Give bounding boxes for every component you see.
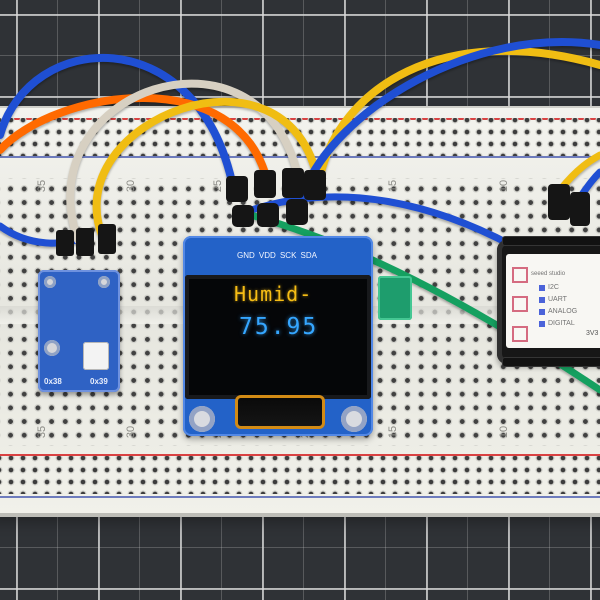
- mode-label: DIGITAL: [539, 319, 575, 328]
- mode-color-box: [539, 296, 545, 303]
- mounting-hole: [189, 406, 215, 432]
- pin-label-sda: SDA: [300, 251, 317, 260]
- blue-wire: [0, 53, 236, 186]
- mode-label: I2C: [539, 283, 559, 292]
- jumper-connector: [226, 176, 248, 202]
- jumper-connector: [98, 224, 116, 254]
- mode-color-box: [539, 308, 545, 315]
- pad-icon: [512, 296, 528, 312]
- oled-pin-labels: GND VDD SCK SDA: [237, 251, 317, 260]
- brand-label: seeed studio: [531, 271, 566, 277]
- mounting-hole: [44, 340, 60, 356]
- jumper-connector: [548, 184, 570, 220]
- sensor-address-label: 0x39: [90, 377, 108, 386]
- header-pad: [44, 276, 56, 288]
- bottom-positive-rail-line: [0, 454, 600, 456]
- header-pins: [503, 358, 600, 366]
- pin-label-sck: SCK: [279, 251, 297, 260]
- blue-wire: [300, 38, 600, 196]
- humidity-value: 75.95: [239, 314, 319, 340]
- jumper-connector: [254, 170, 276, 198]
- voltage-label: 3V3: [586, 330, 599, 337]
- orange-wire: [0, 94, 272, 188]
- mode-color-box: [539, 320, 545, 327]
- mode-text: ANALOG: [548, 308, 578, 315]
- sensor-chip: [83, 342, 109, 370]
- green-sticker: [378, 276, 412, 320]
- jumper-connector: [570, 192, 590, 226]
- mode-text: DIGITAL: [548, 320, 575, 327]
- header-pins: [503, 237, 600, 245]
- oled-ribbon-connector: [238, 398, 322, 426]
- microcontroller-label: seeed studio I2C UART ANALOG DIGITAL 3V3: [506, 254, 600, 348]
- mounting-hole: [341, 406, 367, 432]
- mode-label: UART: [539, 295, 567, 304]
- mode-text: UART: [548, 296, 567, 303]
- mode-color-box: [539, 284, 545, 291]
- oled-title: Humid-: [234, 282, 313, 306]
- sensor-address-label: 0x38: [44, 377, 62, 386]
- jumper-connector: [304, 170, 326, 200]
- mode-label: ANALOG: [539, 307, 577, 316]
- oled-display-module: GND VDD SCK SDA Humid- 75.95: [183, 236, 373, 436]
- bottom-negative-rail-line: [0, 496, 600, 498]
- jumper-connector: [76, 228, 94, 256]
- microcontroller-module: seeed studio I2C UART ANALOG DIGITAL 3V3: [497, 237, 600, 366]
- jumper-connector: [286, 199, 308, 225]
- yellow-wire: [92, 97, 322, 242]
- jumper-connector: [232, 205, 254, 227]
- pad-icon: [512, 326, 528, 342]
- pin-label-gnd: GND: [237, 251, 255, 260]
- pad-icon: [512, 267, 528, 283]
- bottom-power-rail: [0, 456, 600, 494]
- negative-rail-line: [0, 156, 600, 158]
- mode-text: I2C: [548, 284, 559, 291]
- white-wire: [66, 79, 302, 244]
- pin-label-vdd: VDD: [258, 251, 276, 260]
- oled-screen: Humid- 75.95: [185, 275, 371, 399]
- jumper-connector: [56, 230, 74, 256]
- jumper-connector: [282, 168, 304, 198]
- jumper-connector: [257, 203, 279, 227]
- header-pad: [98, 276, 110, 288]
- temperature-humidity-sensor-module: 0x38 0x39: [38, 270, 120, 392]
